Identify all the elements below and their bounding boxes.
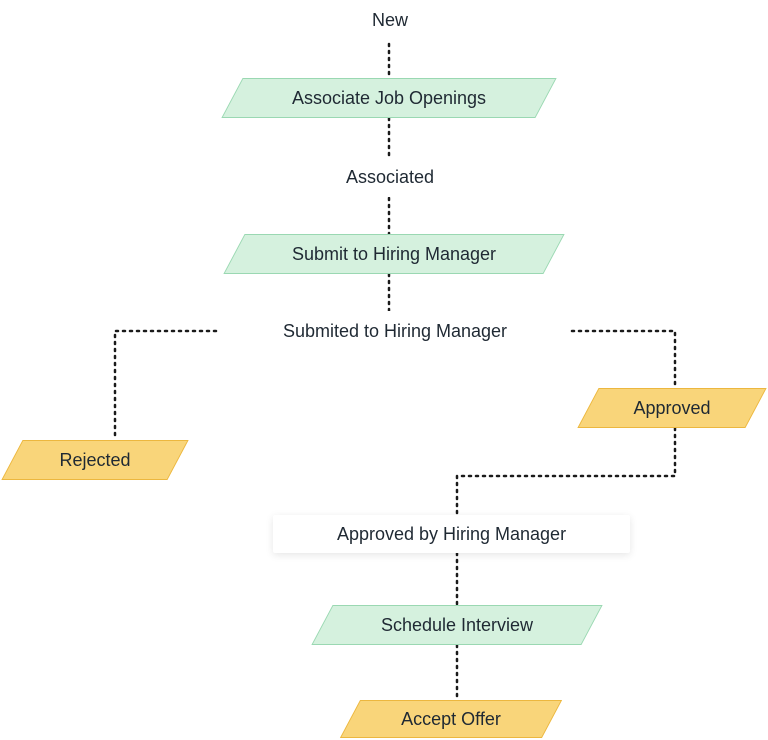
state-associated-label: Associated: [345, 166, 435, 187]
transition-rejected[interactable]: Rejected: [1, 440, 189, 480]
transition-submit-to-hiring-manager[interactable]: Submit to Hiring Manager: [223, 234, 565, 274]
transition-label: Approved: [633, 397, 711, 418]
transition-associate-job-openings[interactable]: Associate Job Openings: [221, 78, 557, 118]
state-new-label: New: [371, 9, 408, 30]
state-associated[interactable]: Associated: [300, 157, 480, 197]
transition-accept-offer[interactable]: Accept Offer: [339, 700, 563, 738]
state-new[interactable]: New: [323, 0, 457, 40]
transition-label: Accept Offer: [401, 708, 501, 729]
transition-label: Submit to Hiring Manager: [291, 243, 497, 264]
transition-approved[interactable]: Approved: [577, 388, 767, 428]
transition-schedule-interview[interactable]: Schedule Interview: [311, 605, 603, 645]
transition-label: Rejected: [59, 449, 131, 470]
connector-submitted-to-approved: [570, 329, 677, 390]
state-approved-by-hm-label: Approved by Hiring Manager: [336, 523, 567, 544]
state-submitted-label: Submited to Hiring Manager: [282, 320, 508, 341]
transition-label: Schedule Interview: [380, 614, 534, 635]
transition-label: Associate Job Openings: [291, 87, 487, 108]
state-submitted-to-hiring-manager[interactable]: Submited to Hiring Manager: [220, 311, 570, 351]
connector-submitted-to-rejected: [113, 329, 218, 442]
state-approved-by-hiring-manager[interactable]: Approved by Hiring Manager: [273, 515, 630, 553]
connector-approved-to-approved-by-hm: [455, 426, 677, 517]
